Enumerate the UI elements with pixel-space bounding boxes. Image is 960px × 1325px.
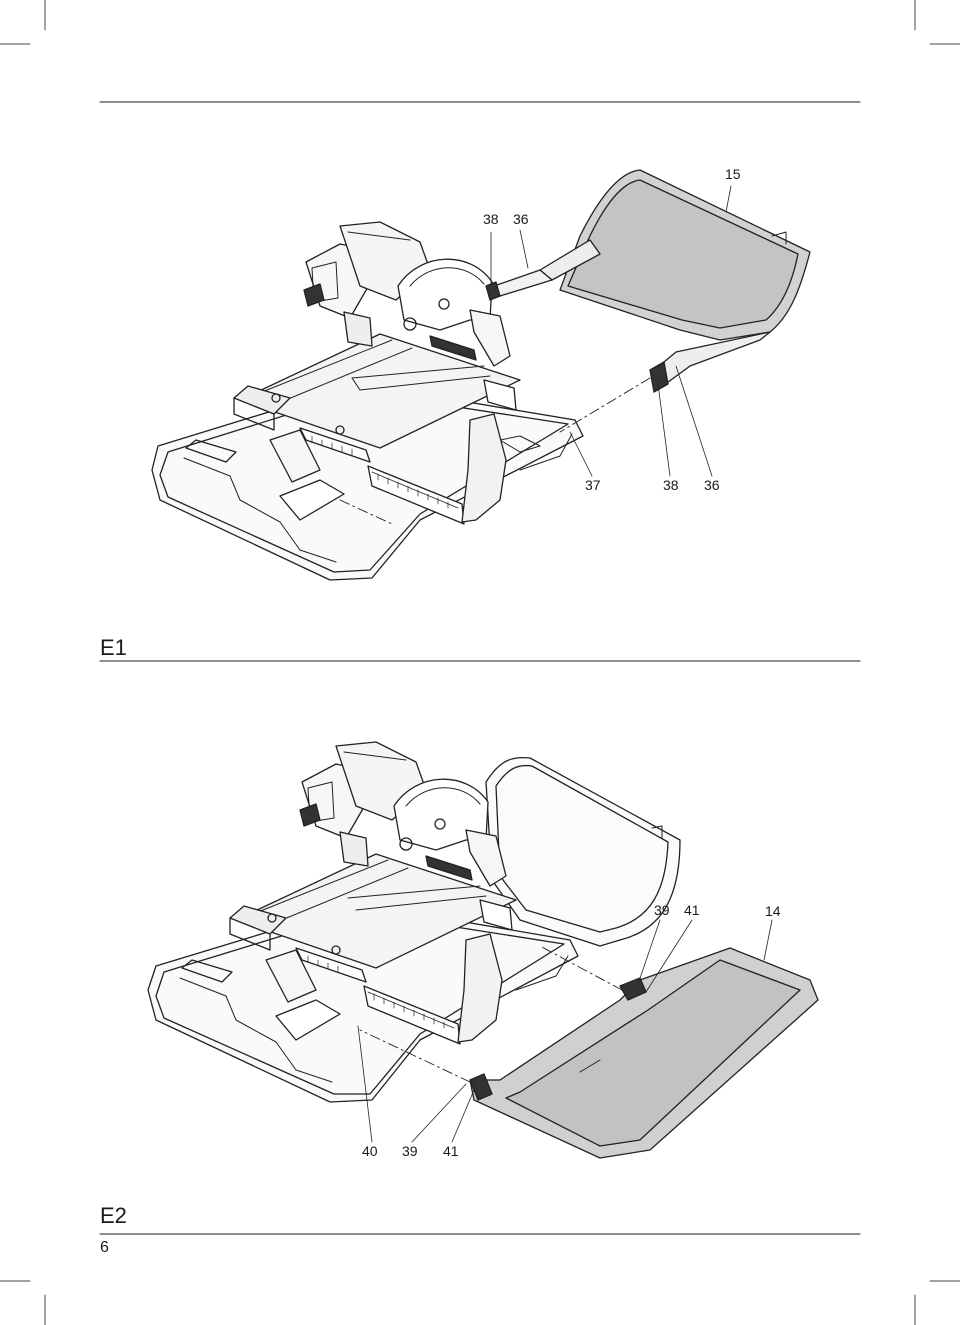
callout-e2-39-bottom: 39: [402, 1143, 418, 1159]
callout-e1-38-top: 38: [483, 211, 499, 227]
callout-e2-41-top: 41: [684, 902, 700, 918]
callout-e2-39-top: 39: [654, 902, 670, 918]
alignment-line-e2a: [539, 945, 623, 991]
splash-guard: [461, 413, 507, 523]
callout-e1-36-top: 36: [513, 211, 529, 227]
e2-leaders: [357, 919, 773, 1143]
figure-label-e1: E1: [100, 635, 127, 660]
sliding-table: [239, 333, 521, 449]
callout-e2-40: 40: [362, 1143, 378, 1159]
callout-e1-36-bottom: 36: [704, 477, 720, 493]
callout-e2-41-bottom: 41: [443, 1143, 459, 1159]
callout-e1-38-bottom: 38: [663, 477, 679, 493]
e1-leaders: [490, 185, 732, 477]
alignment-line-e2b: [359, 1029, 471, 1083]
rip-fence: [299, 427, 371, 463]
water-tray-installed: [485, 756, 681, 947]
callout-e1-37: 37: [585, 477, 601, 493]
callout-e1-15: 15: [725, 166, 741, 182]
figure-e2-illustration: [147, 741, 819, 1159]
alignment-line-e1: [559, 377, 651, 433]
callout-e2-14: 14: [765, 903, 781, 919]
figure-label-e2: E2: [100, 1203, 127, 1228]
figure-e1-illustration: [151, 169, 811, 581]
page-number: 6: [100, 1239, 109, 1256]
page-rules: [99, 101, 861, 1235]
